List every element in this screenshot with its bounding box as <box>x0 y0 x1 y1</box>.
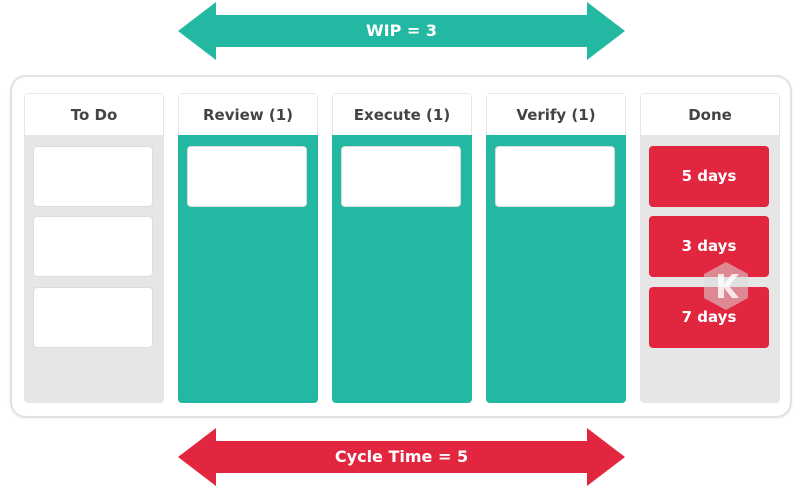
double-arrow-icon <box>178 2 625 60</box>
done-card[interactable]: 7 days <box>649 287 769 348</box>
review-card[interactable] <box>187 146 307 207</box>
todo-card[interactable] <box>33 146 153 207</box>
done-card[interactable]: 5 days <box>649 146 769 207</box>
column-todo: To Do <box>24 93 164 403</box>
column-body-todo <box>24 135 164 403</box>
column-verify: Verify (1) <box>486 93 626 403</box>
column-body-review <box>178 135 318 403</box>
done-card[interactable]: 3 days <box>649 216 769 277</box>
column-body-done: 5 days 3 days 7 days <box>640 135 780 403</box>
todo-card[interactable] <box>33 287 153 348</box>
kanban-board: To Do Review (1) Execute (1) Verify (1) <box>10 75 792 418</box>
column-header-verify: Verify (1) <box>486 93 626 135</box>
column-body-verify <box>486 135 626 403</box>
execute-card[interactable] <box>341 146 461 207</box>
column-header-execute: Execute (1) <box>332 93 472 135</box>
cycle-time-label: Cycle Time = 5 <box>334 447 469 466</box>
column-execute: Execute (1) <box>332 93 472 403</box>
column-body-execute <box>332 135 472 403</box>
column-header-todo: To Do <box>24 93 164 135</box>
double-arrow-icon <box>178 428 625 486</box>
wip-arrow: WIP = 3 <box>178 2 625 60</box>
column-header-done: Done <box>640 93 780 135</box>
column-header-review: Review (1) <box>178 93 318 135</box>
column-done: Done 5 days 3 days 7 days <box>640 93 780 403</box>
cycle-time-arrow: Cycle Time = 5 <box>178 428 625 486</box>
wip-label: WIP = 3 <box>365 21 437 40</box>
verify-card[interactable] <box>495 146 615 207</box>
kanbanize-logo-icon <box>704 262 748 310</box>
column-review: Review (1) <box>178 93 318 403</box>
todo-card[interactable] <box>33 216 153 277</box>
